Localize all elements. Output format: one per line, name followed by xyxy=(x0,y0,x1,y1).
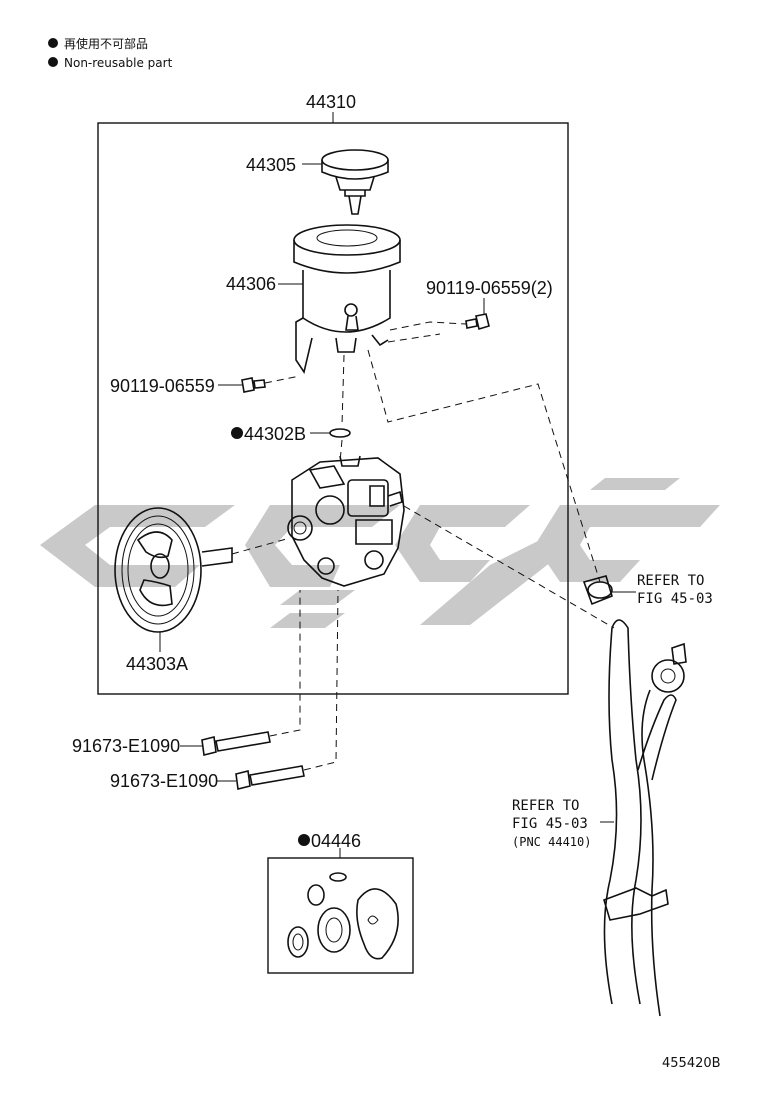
pump-body[interactable] xyxy=(287,455,405,587)
legend-line-1: 再使用不可部品 xyxy=(64,36,148,51)
assembly-frame: 44310 xyxy=(97,92,569,695)
bolt-a[interactable]: 91673-E1090 xyxy=(72,590,301,756)
diagram-code: 455420B xyxy=(662,1056,721,1071)
pressure-hose[interactable]: REFER TO FIG 45-03 (PNC 44410) xyxy=(512,619,687,1017)
filled-circle-icon xyxy=(48,38,58,48)
refer2-line2[interactable]: FIG 45-03 xyxy=(512,816,588,832)
reservoir-cap[interactable]: 44305 xyxy=(246,149,389,215)
refer2-line1: REFER TO xyxy=(512,798,579,814)
legend-line-2: Non-reusable part xyxy=(64,56,173,70)
bolt-a-label[interactable]: 91673-E1090 xyxy=(72,736,180,756)
filled-circle-icon xyxy=(48,57,58,67)
filled-circle-icon xyxy=(231,427,243,439)
assembly-label[interactable]: 44310 xyxy=(306,92,356,112)
bolt-single[interactable]: 90119-06559 xyxy=(110,375,301,396)
pulley-label[interactable]: 44303A xyxy=(126,654,188,674)
bolt-single-label[interactable]: 90119-06559 xyxy=(110,376,215,396)
legend: 再使用不可部品 Non-reusable part xyxy=(48,36,173,70)
gasket-kit-label[interactable]: 04446 xyxy=(311,831,361,851)
oring[interactable]: 44302B xyxy=(231,354,351,463)
refer1-line2[interactable]: FIG 45-03 xyxy=(637,591,713,607)
bolt-pair-label[interactable]: 90119-06559(2) xyxy=(426,278,553,298)
gasket-kit[interactable]: 04446 xyxy=(267,831,414,974)
oring-label[interactable]: 44302B xyxy=(244,424,306,444)
cap-label[interactable]: 44305 xyxy=(246,155,296,175)
bolt-b[interactable]: 91673-E1090 xyxy=(110,589,339,791)
hose-clamp[interactable]: REFER TO FIG 45-03 xyxy=(582,573,713,607)
refer2-line3: (PNC 44410) xyxy=(512,835,591,849)
reservoir-label[interactable]: 44306 xyxy=(226,274,276,294)
watermark xyxy=(40,478,720,628)
bolt-b-label[interactable]: 91673-E1090 xyxy=(110,771,218,791)
reservoir-tank[interactable]: 44306 xyxy=(226,224,401,374)
pulley[interactable]: 44303A xyxy=(114,507,291,674)
filled-circle-icon xyxy=(298,834,310,846)
bolt-pair[interactable]: 90119-06559(2) xyxy=(387,278,553,343)
refer1-line1: REFER TO xyxy=(637,573,704,589)
